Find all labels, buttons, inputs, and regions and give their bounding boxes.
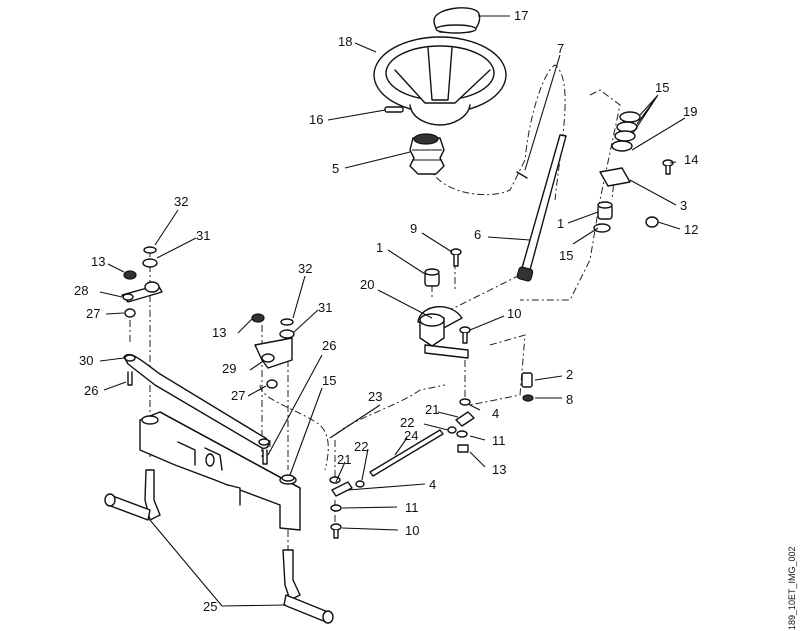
callout-22-upper: 22 [400,415,414,430]
bolt-sector [459,326,471,344]
drag-link [123,353,270,449]
nut-13-left [123,270,137,280]
callout-4-lower: 4 [429,477,436,492]
steering-wheel-cap [433,7,481,34]
callout-32-left: 32 [174,194,188,209]
callout-21-lower: 21 [337,452,351,467]
steering-bushing [409,133,445,175]
tie-rod-upper-end [447,398,475,453]
callout-8: 8 [566,392,573,407]
callout-14: 14 [684,152,698,167]
washer-right [593,223,611,233]
callout-29: 29 [222,361,236,376]
callout-26-left: 26 [84,383,98,398]
callout-15-upper: 15 [655,80,669,95]
callout-2: 2 [566,367,573,382]
callout-13-right: 13 [212,325,226,340]
callout-4-upper: 4 [492,406,499,421]
roll-pin [384,106,404,113]
callout-15-axle: 15 [322,373,336,388]
spacer-27-left [124,308,136,318]
callout-18: 18 [338,34,352,49]
sector-gear [417,305,469,359]
washer-31-right [279,329,295,339]
mount-plate [599,167,631,187]
callout-10-lower: 10 [405,523,419,538]
nut-13-right [251,313,265,323]
callout-25: 25 [203,599,217,614]
callout-7: 7 [557,41,564,56]
washer-31-left [142,258,158,268]
drag-link-rod [369,429,444,477]
leader-lines [99,15,686,607]
callout-28: 28 [74,283,88,298]
pin [516,171,528,179]
washer-15-axle [281,474,295,482]
callout-10-upper: 10 [507,306,521,321]
callout-9: 9 [410,221,417,236]
pivot-bracket-right [254,337,293,369]
alignment-lines [129,64,621,550]
figure-id: 189_10ET_IMG_002 [787,546,797,630]
callout-30: 30 [79,353,93,368]
callout-27-right: 27 [231,388,245,403]
pivot-bracket-left [121,281,163,303]
callout-23: 23 [368,389,382,404]
spindle-left [104,469,161,521]
bolt-center [450,248,462,267]
callout-13-left: 13 [91,254,105,269]
callout-11-upper: 11 [492,433,506,448]
callout-16: 16 [309,112,323,127]
callout-26-right: 26 [322,338,336,353]
nut-right [645,216,659,228]
callout-20: 20 [360,277,374,292]
spacer [521,372,533,388]
steering-shaft [516,134,567,282]
callout-21-upper: 21 [425,402,439,417]
callout-17: 17 [514,8,528,23]
callout-27-left: 27 [86,306,100,321]
callout-24: 24 [404,428,418,443]
callout-32-right: 32 [298,261,312,276]
callout-1-right: 1 [557,216,564,231]
front-axle [139,411,301,531]
washer-32-left [143,246,157,254]
washer-32-right [280,318,294,326]
washer-8 [522,394,534,402]
callout-6: 6 [474,227,481,242]
callout-11-lower: 11 [405,500,419,515]
callout-22-lower: 22 [354,439,368,454]
callout-labels: 17 18 16 5 7 15 19 14 3 1 12 15 6 9 1 20… [74,8,698,614]
spacer-27-right [266,379,278,389]
bolt-26-right [262,449,268,465]
callout-12: 12 [684,222,698,237]
callout-31-left: 31 [196,228,210,243]
callout-5: 5 [332,161,339,176]
washer-stack [611,111,641,152]
tie-rod-lower-end [329,476,365,539]
bushing-center [424,268,440,287]
callout-15-right: 15 [559,248,573,263]
callout-31-right: 31 [318,300,332,315]
callout-3: 3 [680,198,687,213]
bushing-right [597,201,613,220]
callout-1-center: 1 [376,240,383,255]
steering-wheel [373,36,507,126]
spindle-right [282,549,334,624]
callout-19: 19 [683,104,697,119]
bolt [662,159,674,175]
bolt-26-left [127,371,133,386]
callout-13-lower: 13 [492,462,506,477]
